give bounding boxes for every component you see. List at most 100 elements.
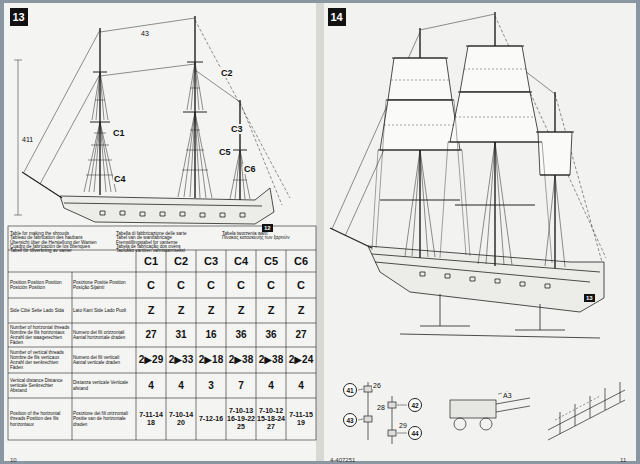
table-value: C — [237, 279, 245, 292]
table-value: 4 — [298, 380, 304, 392]
part-label: 411 — [21, 128, 34, 146]
table-cell: 7-10-13 16-19-22 25 — [226, 398, 256, 440]
table-row-label: Number of vertical threads Nombre de fil… — [10, 347, 70, 373]
callout-circle: 44 — [408, 426, 422, 440]
row-heading: Lato Kant Side Lado Puoli — [73, 308, 126, 313]
table-cell: 3 — [196, 373, 226, 398]
left-page — [4, 3, 318, 461]
table-value: C — [267, 279, 275, 292]
table-cell: Z — [166, 298, 196, 323]
table-title: Cuadro de fabricación de los obenques — [10, 244, 90, 249]
table-value: C5 — [264, 255, 278, 268]
table-cell: Z — [226, 298, 256, 323]
part-number: 411 — [21, 136, 34, 143]
table-value: Z — [208, 304, 215, 317]
detail-drawing — [358, 382, 625, 444]
callout-circle: 43 — [343, 413, 357, 427]
table-row-label: Number of horizontal threads Nombre de f… — [10, 323, 70, 347]
page-number: 10 — [10, 457, 17, 463]
shroud-label: C6 — [243, 164, 257, 174]
table-value: 7-11-14 18 — [136, 411, 166, 427]
part-number: 28 — [376, 404, 386, 411]
table-value: 36 — [235, 329, 246, 341]
table-cell: C — [136, 272, 166, 298]
table-cell: C5 — [256, 250, 286, 272]
table-cell: C — [196, 272, 226, 298]
table-cell: 4 — [256, 373, 286, 398]
shroud-label: C5 — [218, 147, 232, 157]
table-title: Tabell för tillverkning av vanter — [10, 248, 72, 253]
row-heading: Number of horizontal threads Nombre de f… — [10, 325, 70, 345]
page-footer: 10 — [10, 448, 17, 464]
mast-label: C6 — [243, 158, 257, 176]
table-value: 4 — [178, 380, 184, 392]
page-footer: 11 — [620, 448, 626, 464]
row-heading: Vertical distance Distance verticale Sen… — [10, 378, 70, 393]
part-number: 29 — [398, 422, 408, 429]
table-value: 2▶24 — [289, 354, 313, 366]
row-heading: Numero dei fili verticali Aantal vertica… — [73, 355, 133, 365]
table-value: C2 — [174, 255, 188, 268]
table-cell: C — [166, 272, 196, 298]
callout-number: 43 — [346, 417, 353, 424]
table-cell: C — [256, 272, 286, 298]
table-cell: Z — [256, 298, 286, 323]
table-value: 27 — [295, 329, 306, 341]
table-title: Übersicht über die Herstellung der Wante… — [10, 240, 97, 245]
callout-number: 41 — [346, 387, 353, 394]
mast-label: C4 — [113, 168, 127, 186]
table-value: 7-10-14 20 — [166, 411, 196, 427]
table-value: 36 — [265, 329, 276, 341]
table-cell: 2▶24 — [286, 347, 316, 373]
table-value: 7-10-12 15-18-24 27 — [256, 407, 286, 431]
table-cell: C — [286, 272, 316, 298]
table-row-label: Side Côté Seite Lado Sida — [10, 298, 70, 323]
table-title: Tabel van de wantfabricage — [116, 235, 172, 240]
callout-number: 44 — [411, 430, 418, 437]
callout-circle: 41 — [343, 383, 357, 397]
table-value: C — [147, 279, 155, 292]
mast-label: C5 — [218, 141, 232, 159]
reference-tag: 12 — [262, 224, 273, 232]
row-heading: Numero dei fili orizzontali Aantal horiz… — [73, 330, 133, 340]
mast-label: C1 — [112, 122, 126, 140]
table-cell: 7-10-12 15-18-24 27 — [256, 398, 286, 440]
table-value: 7-11-15 19 — [286, 411, 316, 427]
step-number-box: 14 — [328, 8, 346, 26]
page-number: 11 — [620, 457, 626, 463]
table-value: 4 — [148, 380, 154, 392]
table-title: Πίνακας κατασκευής των ξαρτιών — [222, 235, 289, 240]
shroud-label: C4 — [113, 174, 127, 184]
table-cell: 7 — [226, 373, 256, 398]
shroud-label: C2 — [220, 68, 234, 78]
table-value: 2▶29 — [139, 354, 163, 366]
table-row-label: Position of the horizontal threads Posit… — [10, 398, 70, 440]
table-cell: 2▶38 — [256, 347, 286, 373]
shroud-label: C3 — [230, 124, 244, 134]
table-cell: 27 — [136, 323, 166, 347]
table-cell: C4 — [226, 250, 256, 272]
table-value: Z — [268, 304, 275, 317]
ship-drawing — [14, 16, 290, 224]
table-cell: 2▶18 — [196, 347, 226, 373]
table-value: 7-10-13 16-19-22 25 — [226, 407, 256, 431]
table-cell: 4 — [136, 373, 166, 398]
row-heading: Distanza verticale Verticale afstand — [73, 380, 133, 390]
table-value: 7 — [238, 380, 244, 392]
step-number: 14 — [330, 11, 342, 23]
table-value: Z — [238, 304, 245, 317]
table-value: Z — [148, 304, 155, 317]
table-value: C4 — [234, 255, 248, 268]
part-number: 43 — [140, 30, 150, 37]
table-value: C — [297, 279, 305, 292]
table-cell: C3 — [196, 250, 226, 272]
table-row-label: Distanza verticale Verticale afstand — [73, 373, 133, 398]
table-cell: 31 — [166, 323, 196, 347]
table-title: Fremstillingstabel for vanterne — [116, 240, 178, 245]
spine — [316, 3, 324, 461]
table-row-label: Posizione Positie Position Posição Sijai… — [73, 272, 133, 298]
page-footer: 4-407251 — [330, 448, 355, 464]
table-row-label: Posizione dei fili orizzontali Positie v… — [73, 398, 133, 440]
shroud-label: C1 — [112, 128, 126, 138]
table-cell: C6 — [286, 250, 316, 272]
